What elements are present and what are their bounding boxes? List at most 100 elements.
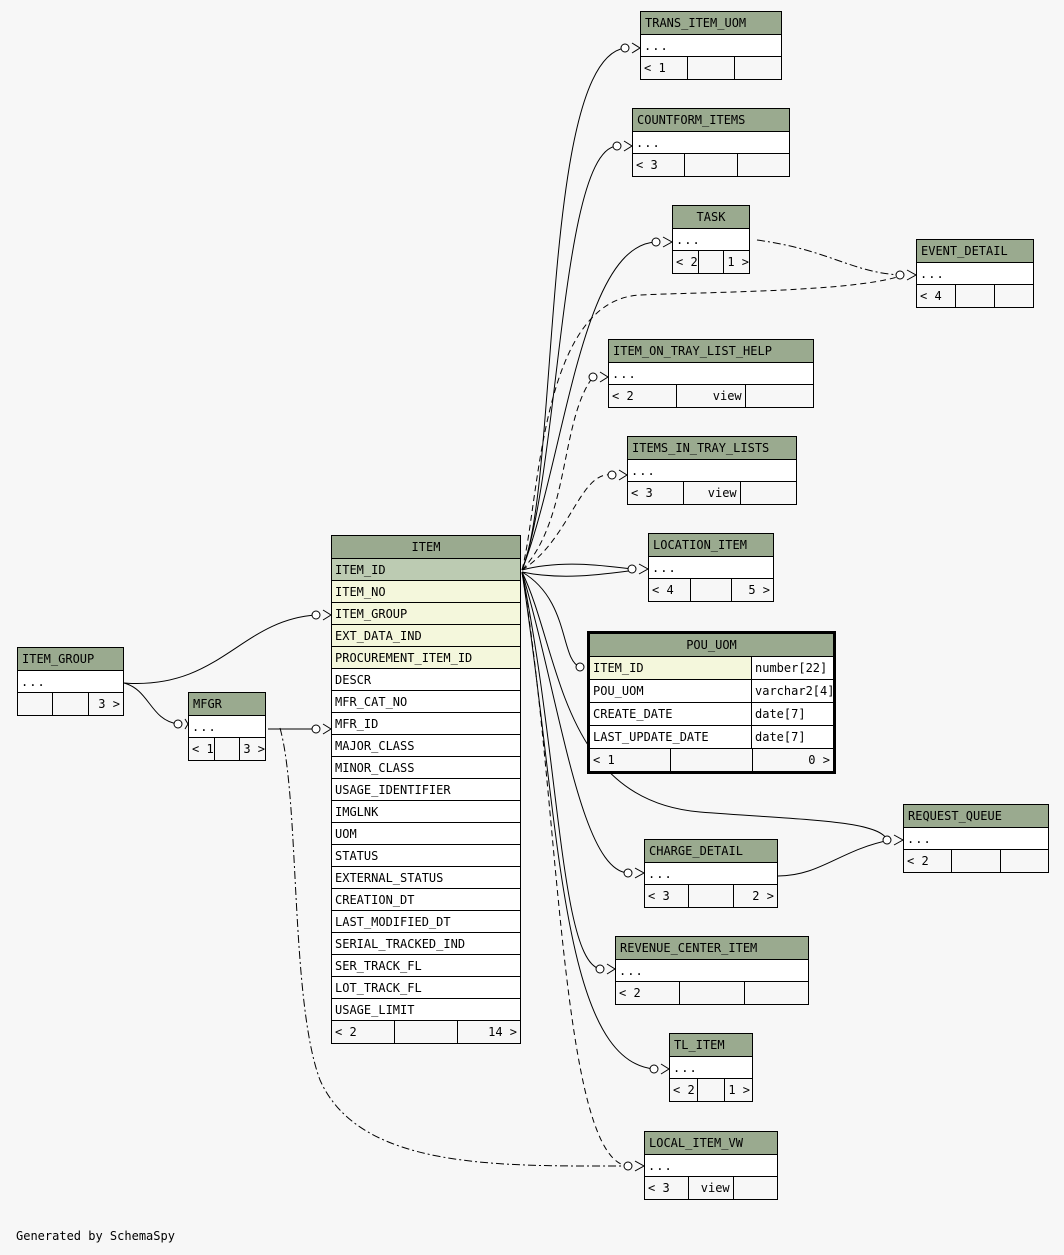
column-mfr-id[interactable]: MFR_ID (332, 713, 520, 735)
child-count: 0 > (808, 753, 830, 767)
child-count: 14 > (488, 1025, 517, 1039)
child-count: 1 > (727, 255, 750, 269)
column-major-class[interactable]: MAJOR_CLASS (332, 735, 520, 757)
column-item-no[interactable]: ITEM_NO (332, 581, 520, 603)
table-mfgr[interactable]: MFGR ... < 1 3 > (188, 692, 266, 761)
table-kind (685, 154, 738, 176)
parent-count: < 2 (904, 850, 953, 872)
table-title: POU_UOM (590, 634, 833, 657)
column-name: LAST_UPDATE_DATE (590, 726, 752, 748)
child-count (734, 1177, 777, 1199)
child-count (735, 57, 781, 79)
table-trans-item-uom[interactable]: TRANS_ITEM_UOM ... < 1 (640, 11, 782, 80)
table-countform-items[interactable]: COUNTFORM_ITEMS ... < 3 (632, 108, 790, 177)
column-ext-data-ind[interactable]: EXT_DATA_IND (332, 625, 520, 647)
table-item[interactable]: ITEM ITEM_ID ITEM_NO ITEM_GROUP EXT_DATA… (331, 535, 521, 1044)
table-footer: < 2 1 > (670, 1079, 752, 1101)
table-charge-detail[interactable]: CHARGE_DETAIL ... < 3 2 > (644, 839, 778, 908)
column-name: ITEM_ID (590, 657, 752, 679)
column-procurement-item-id[interactable]: PROCUREMENT_ITEM_ID (332, 647, 520, 669)
column-ser-track-fl[interactable]: SER_TRACK_FL (332, 955, 520, 977)
table-footer: < 1 (641, 57, 781, 79)
parent-count: < 1 (590, 749, 672, 771)
table-title: ITEMS_IN_TRAY_LISTS (628, 437, 796, 460)
column-external-status[interactable]: EXTERNAL_STATUS (332, 867, 520, 889)
table-title: CHARGE_DETAIL (645, 840, 777, 863)
table-kind (689, 885, 734, 907)
table-footer: < 2 view (609, 385, 813, 407)
child-count (741, 482, 796, 504)
columns-placeholder: ... (904, 828, 1048, 850)
parent-count: < 1 (189, 738, 215, 760)
column-status[interactable]: STATUS (332, 845, 520, 867)
table-footer: < 2 (616, 982, 808, 1004)
table-kind (395, 1021, 458, 1043)
child-count (738, 154, 789, 176)
table-kind (699, 251, 725, 273)
table-title: LOCATION_ITEM (649, 534, 773, 557)
table-kind (952, 850, 1001, 872)
column-lot-track-fl[interactable]: LOT_TRACK_FL (332, 977, 520, 999)
table-footer: < 1 3 > (189, 738, 265, 760)
column-item-group[interactable]: ITEM_GROUP (332, 603, 520, 625)
table-kind: view (684, 482, 741, 504)
columns-placeholder: ... (673, 229, 749, 251)
table-footer: < 3 view (628, 482, 796, 504)
parent-count: < 4 (649, 579, 691, 601)
column-mfr-cat-no[interactable]: MFR_CAT_NO (332, 691, 520, 713)
table-revenue-center-item[interactable]: REVENUE_CENTER_ITEM ... < 2 (615, 936, 809, 1005)
table-kind (688, 57, 735, 79)
column-row-create-date[interactable]: CREATE_DATE date[7] (590, 703, 833, 726)
column-row-last-update-date[interactable]: LAST_UPDATE_DATE date[7] (590, 726, 833, 749)
table-title: TRANS_ITEM_UOM (641, 12, 781, 35)
table-footer: < 2 14 > (332, 1021, 520, 1043)
table-pou-uom[interactable]: POU_UOM ITEM_ID number[22] POU_UOM varch… (587, 631, 836, 774)
column-type: date[7] (755, 707, 806, 721)
column-name: CREATE_DATE (590, 703, 752, 725)
table-task[interactable]: TASK ... < 2 1 > (672, 205, 750, 274)
table-local-item-vw[interactable]: LOCAL_ITEM_VW ... < 3 view (644, 1131, 778, 1200)
columns-placeholder: ... (670, 1057, 752, 1079)
column-last-modified-dt[interactable]: LAST_MODIFIED_DT (332, 911, 520, 933)
table-title: TL_ITEM (670, 1034, 752, 1057)
parent-count: < 3 (645, 885, 690, 907)
column-creation-dt[interactable]: CREATION_DT (332, 889, 520, 911)
child-count: 3 > (243, 742, 266, 756)
column-usage-limit[interactable]: USAGE_LIMIT (332, 999, 520, 1021)
table-title: TASK (673, 206, 749, 229)
table-kind (680, 982, 745, 1004)
table-footer: < 3 view (645, 1177, 777, 1199)
table-title: LOCAL_ITEM_VW (645, 1132, 777, 1155)
table-footer: 3 > (18, 693, 123, 715)
child-count: 3 > (98, 697, 120, 711)
column-row-item-id[interactable]: ITEM_ID number[22] (590, 657, 833, 680)
table-footer: < 2 1 > (673, 251, 749, 273)
columns-placeholder: ... (609, 363, 813, 385)
parent-count: < 4 (917, 285, 956, 307)
table-kind (671, 749, 753, 771)
columns-placeholder: ... (18, 671, 123, 693)
table-item-group[interactable]: ITEM_GROUP ... 3 > (17, 647, 124, 716)
column-serial-tracked-ind[interactable]: SERIAL_TRACKED_IND (332, 933, 520, 955)
table-tl-item[interactable]: TL_ITEM ... < 2 1 > (669, 1033, 753, 1102)
table-title: COUNTFORM_ITEMS (633, 109, 789, 132)
column-descr[interactable]: DESCR (332, 669, 520, 691)
table-request-queue[interactable]: REQUEST_QUEUE ... < 2 (903, 804, 1049, 873)
column-usage-identifier[interactable]: USAGE_IDENTIFIER (332, 779, 520, 801)
column-item-id[interactable]: ITEM_ID (332, 559, 520, 581)
column-uom[interactable]: UOM (332, 823, 520, 845)
columns-placeholder: ... (645, 863, 777, 885)
column-minor-class[interactable]: MINOR_CLASS (332, 757, 520, 779)
table-footer: < 3 (633, 154, 789, 176)
table-items-in-tray-lists[interactable]: ITEMS_IN_TRAY_LISTS ... < 3 view (627, 436, 797, 505)
column-row-pou-uom[interactable]: POU_UOM varchar2[4] (590, 680, 833, 703)
columns-placeholder: ... (917, 263, 1033, 285)
parent-count: < 3 (628, 482, 685, 504)
table-item-on-tray-list-help[interactable]: ITEM_ON_TRAY_LIST_HELP ... < 2 view (608, 339, 814, 408)
child-count: 5 > (748, 583, 771, 597)
column-imglnk[interactable]: IMGLNK (332, 801, 520, 823)
table-location-item[interactable]: LOCATION_ITEM ... < 4 5 > (648, 533, 774, 602)
parent-count (18, 693, 54, 715)
table-event-detail[interactable]: EVENT_DETAIL ... < 4 (916, 239, 1034, 308)
table-title: ITEM (332, 536, 520, 559)
